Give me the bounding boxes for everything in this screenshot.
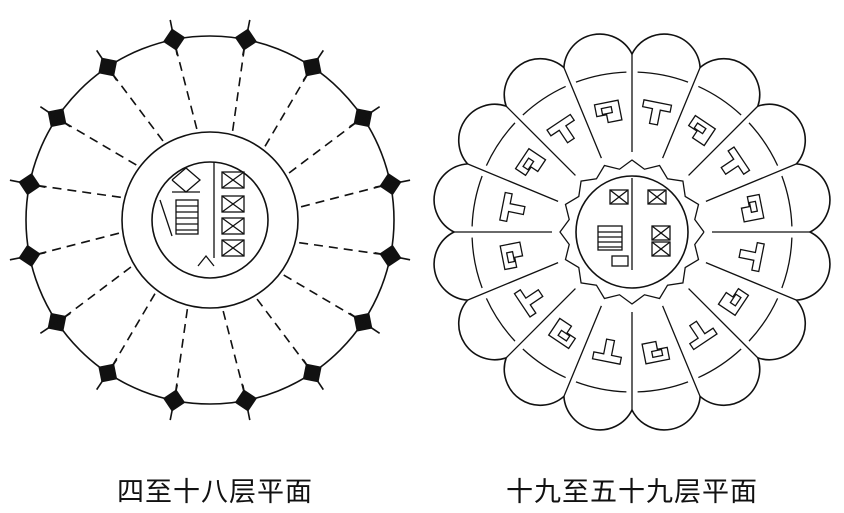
radial-beam: [61, 266, 132, 320]
partition-wall: [505, 105, 576, 176]
elevator-shaft: [221, 171, 245, 189]
corridor-ring: [559, 159, 705, 305]
partition-wall: [705, 262, 797, 301]
floor-plan-4-18-drawing: [9, 19, 411, 421]
unit-fixture: [687, 114, 717, 147]
radial-beam: [300, 184, 385, 208]
outer-wall: [25, 35, 395, 405]
elevator-shaft: [647, 189, 667, 205]
bay-arc: [575, 71, 627, 83]
floor-plan-19-59: 十九至五十九层平面: [422, 0, 844, 513]
radial-beam: [35, 184, 121, 199]
unit-fixture: [738, 241, 765, 273]
partition-wall: [563, 67, 602, 159]
core-wall: [151, 161, 269, 279]
bay-arc: [485, 298, 516, 342]
partition-wall: [688, 105, 759, 176]
bay-arc: [781, 175, 793, 227]
unit-fixture: [641, 99, 673, 126]
elevator-shaft: [221, 217, 245, 235]
unit-fixture: [546, 113, 576, 144]
bay-arc: [485, 122, 516, 166]
core-wall: [575, 175, 689, 289]
stair: [597, 225, 623, 251]
bay-arc: [471, 175, 483, 227]
partition-wall: [467, 262, 559, 301]
elevator-shaft: [221, 195, 245, 213]
radial-beam: [174, 309, 189, 395]
partition-wall: [688, 288, 759, 359]
unit-fixture: [547, 317, 577, 350]
partition-wall: [505, 288, 576, 359]
partition-wall: [662, 305, 701, 397]
partition-wall: [705, 163, 797, 202]
unit-fixture: [513, 288, 544, 318]
bay-arc: [471, 237, 483, 289]
unit-fixture: [717, 287, 750, 317]
radial-beam: [61, 120, 137, 166]
unit-fixture: [593, 99, 623, 124]
unit-fixture: [688, 320, 718, 351]
elevator-shaft: [221, 239, 245, 257]
caption-floors-19-59: 十九至五十九层平面: [506, 477, 758, 508]
radial-beam: [288, 120, 359, 174]
bay-arc: [637, 71, 689, 83]
partition-wall: [662, 67, 701, 159]
bay-arc: [748, 298, 779, 342]
radial-beam: [110, 293, 156, 369]
radial-beam: [256, 298, 310, 369]
caption-floors-4-18: 四至十八层平面: [117, 477, 313, 508]
bay-arc: [575, 381, 627, 393]
radial-beam: [231, 45, 246, 131]
elevator-shaft: [609, 189, 629, 205]
stair: [175, 199, 199, 235]
corridor-ring: [121, 131, 299, 309]
core-detail: [159, 162, 245, 267]
unit-fixture: [514, 147, 547, 177]
bay-arc: [522, 85, 566, 116]
bay-arc: [637, 381, 689, 393]
core-detail: [597, 178, 671, 270]
unit-fixture: [499, 191, 526, 223]
elevator-shaft: [651, 225, 671, 241]
floor-plan-4-18: 四至十八层平面: [9, 19, 411, 508]
partition-wall: [563, 305, 602, 397]
radial-beam: [299, 241, 385, 256]
bay-arc: [522, 348, 566, 379]
radial-beam: [264, 71, 310, 147]
floor-plan-19-59-drawing: [433, 33, 831, 431]
unit-fixture: [591, 338, 623, 365]
unit-fixture: [740, 193, 765, 223]
bay-arc: [698, 348, 742, 379]
radial-beam: [110, 71, 164, 142]
radial-beam: [35, 232, 120, 256]
bay-arc: [698, 85, 742, 116]
radial-beam: [222, 310, 246, 395]
bay-arc: [748, 122, 779, 166]
unit-fixture: [641, 340, 671, 365]
radial-beam: [283, 274, 359, 320]
radial-beam: [174, 45, 198, 130]
unit-fixture: [720, 146, 751, 176]
partition-wall: [467, 163, 559, 202]
elevator-shaft: [651, 241, 671, 257]
bay-arc: [781, 237, 793, 289]
unit-fixture: [499, 241, 524, 271]
